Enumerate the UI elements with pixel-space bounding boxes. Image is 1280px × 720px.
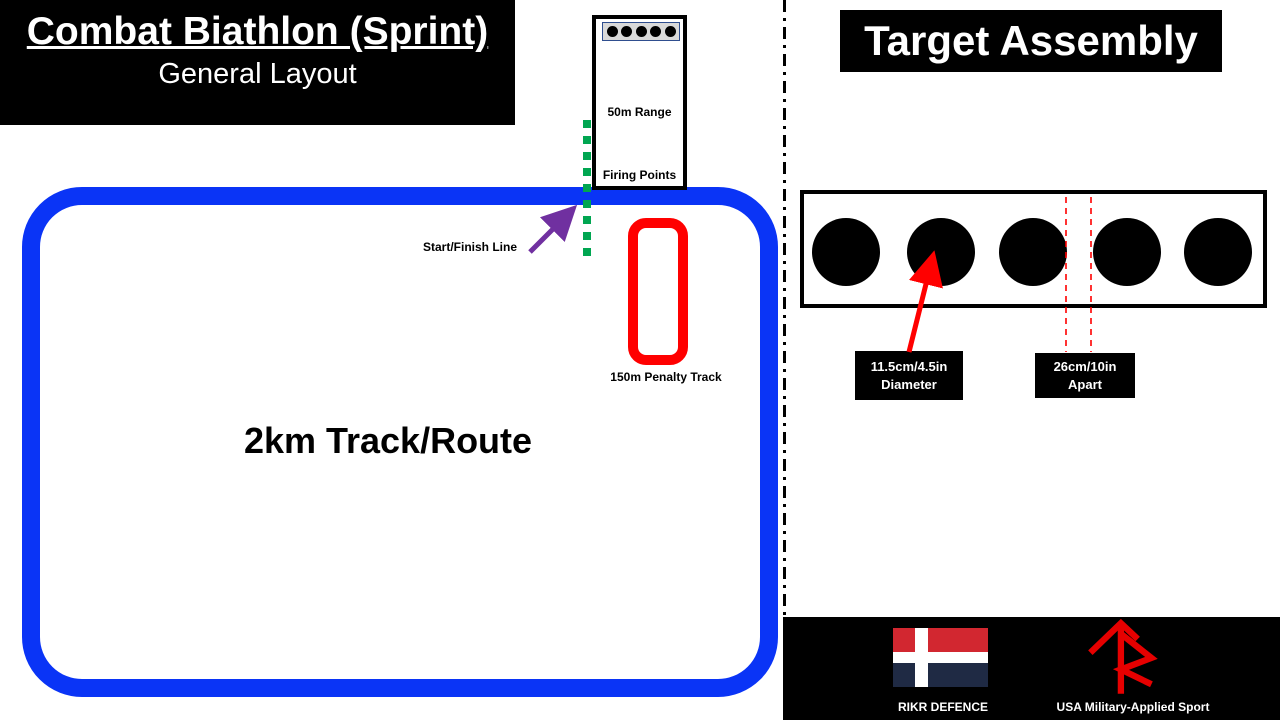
- firing-point-dot: [650, 26, 661, 37]
- track-label: 2km Track/Route: [243, 420, 533, 461]
- start-finish-label: Start/Finish Line: [422, 240, 517, 254]
- bind-rune-logo-icon: [1088, 619, 1158, 694]
- firing-point-dot: [606, 26, 618, 37]
- start-finish-dashed-line: [583, 120, 591, 264]
- target-circle: [812, 218, 880, 286]
- target-assembly-box: [800, 190, 1267, 308]
- spacing-callout-line2: Apart: [1068, 376, 1102, 392]
- firing-point-dot: [664, 26, 676, 37]
- target-circle: [999, 218, 1067, 286]
- range-box: 50m Range Firing Points: [592, 15, 687, 190]
- range-name-label: 50m Range: [607, 105, 672, 119]
- firing-points-label: Firing Points: [602, 168, 677, 182]
- target-circle: [1184, 218, 1252, 286]
- page-title: Combat Biathlon (Sprint): [26, 10, 489, 53]
- page-subtitle: General Layout: [158, 58, 357, 90]
- spacing-callout-line1: 26cm/10in: [1053, 358, 1117, 374]
- rikr-defence-flag-icon: [893, 628, 988, 687]
- firing-points-strip: [602, 22, 680, 41]
- penalty-track-label: 150m Penalty Track: [610, 370, 722, 384]
- spacing-callout: 26cm/10in Apart: [1035, 353, 1135, 398]
- diameter-callout: 11.5cm/4.5in Diameter: [855, 351, 963, 400]
- rikr-defence-label: RIKR DEFENCE: [897, 700, 988, 714]
- target-assembly-title: Target Assembly: [840, 10, 1222, 72]
- usa-military-applied-sport-label: USA Military-Applied Sport: [1056, 700, 1210, 714]
- header-box: Combat Biathlon (Sprint) General Layout: [0, 0, 515, 125]
- firing-point-dot: [635, 26, 647, 37]
- penalty-track-outline: [628, 218, 688, 365]
- diameter-callout-line1: 11.5cm/4.5in: [870, 358, 948, 374]
- target-circle: [907, 218, 975, 286]
- footer-banner: RIKR DEFENCE USA Military-Applied Sport: [783, 617, 1280, 720]
- firing-point-dot: [621, 26, 632, 37]
- target-circle: [1093, 218, 1161, 286]
- diameter-callout-line2: Diameter: [881, 376, 937, 392]
